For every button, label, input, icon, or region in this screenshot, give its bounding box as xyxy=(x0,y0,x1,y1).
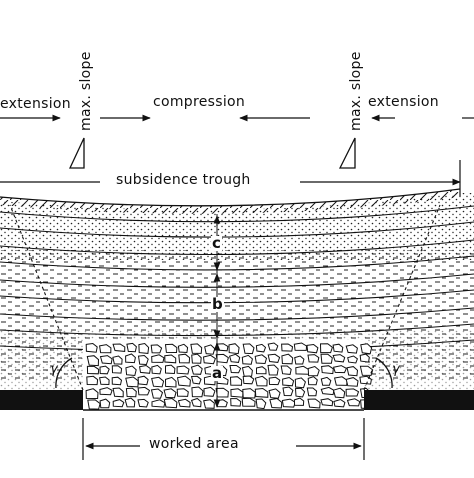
zone-c-label: c xyxy=(211,234,222,252)
seam-right xyxy=(364,390,474,410)
max-slope-right-marker xyxy=(338,137,356,169)
angle-left-label: γ xyxy=(50,362,58,377)
angle-arc-left xyxy=(55,357,73,389)
extension-right-label: extension xyxy=(368,94,439,110)
strata-lines xyxy=(0,205,474,352)
max-slope-left-marker xyxy=(68,137,85,169)
subsidence-trough-label: subsidence trough xyxy=(112,172,255,188)
angle-arcs xyxy=(55,357,393,389)
extension-left-label: extension xyxy=(0,96,71,112)
seam-left xyxy=(0,390,83,410)
compression-label: compression xyxy=(153,94,246,110)
subsidence-trough-span xyxy=(0,160,461,196)
max-slope-markers xyxy=(68,137,356,169)
worked-area-dimension xyxy=(82,418,365,460)
max-slope-left-label: max. slope xyxy=(78,51,94,131)
angle-arc-right xyxy=(375,357,393,389)
ground-surface xyxy=(0,188,461,214)
max-slope-right-label: max. slope xyxy=(348,51,364,131)
caved-zone xyxy=(83,340,374,410)
angle-right-label: γ xyxy=(392,362,400,377)
worked-area-label: worked area xyxy=(145,436,243,452)
coal-seam xyxy=(0,390,474,411)
zone-a-label: a xyxy=(211,364,224,382)
zone-b-label: b xyxy=(211,295,224,313)
